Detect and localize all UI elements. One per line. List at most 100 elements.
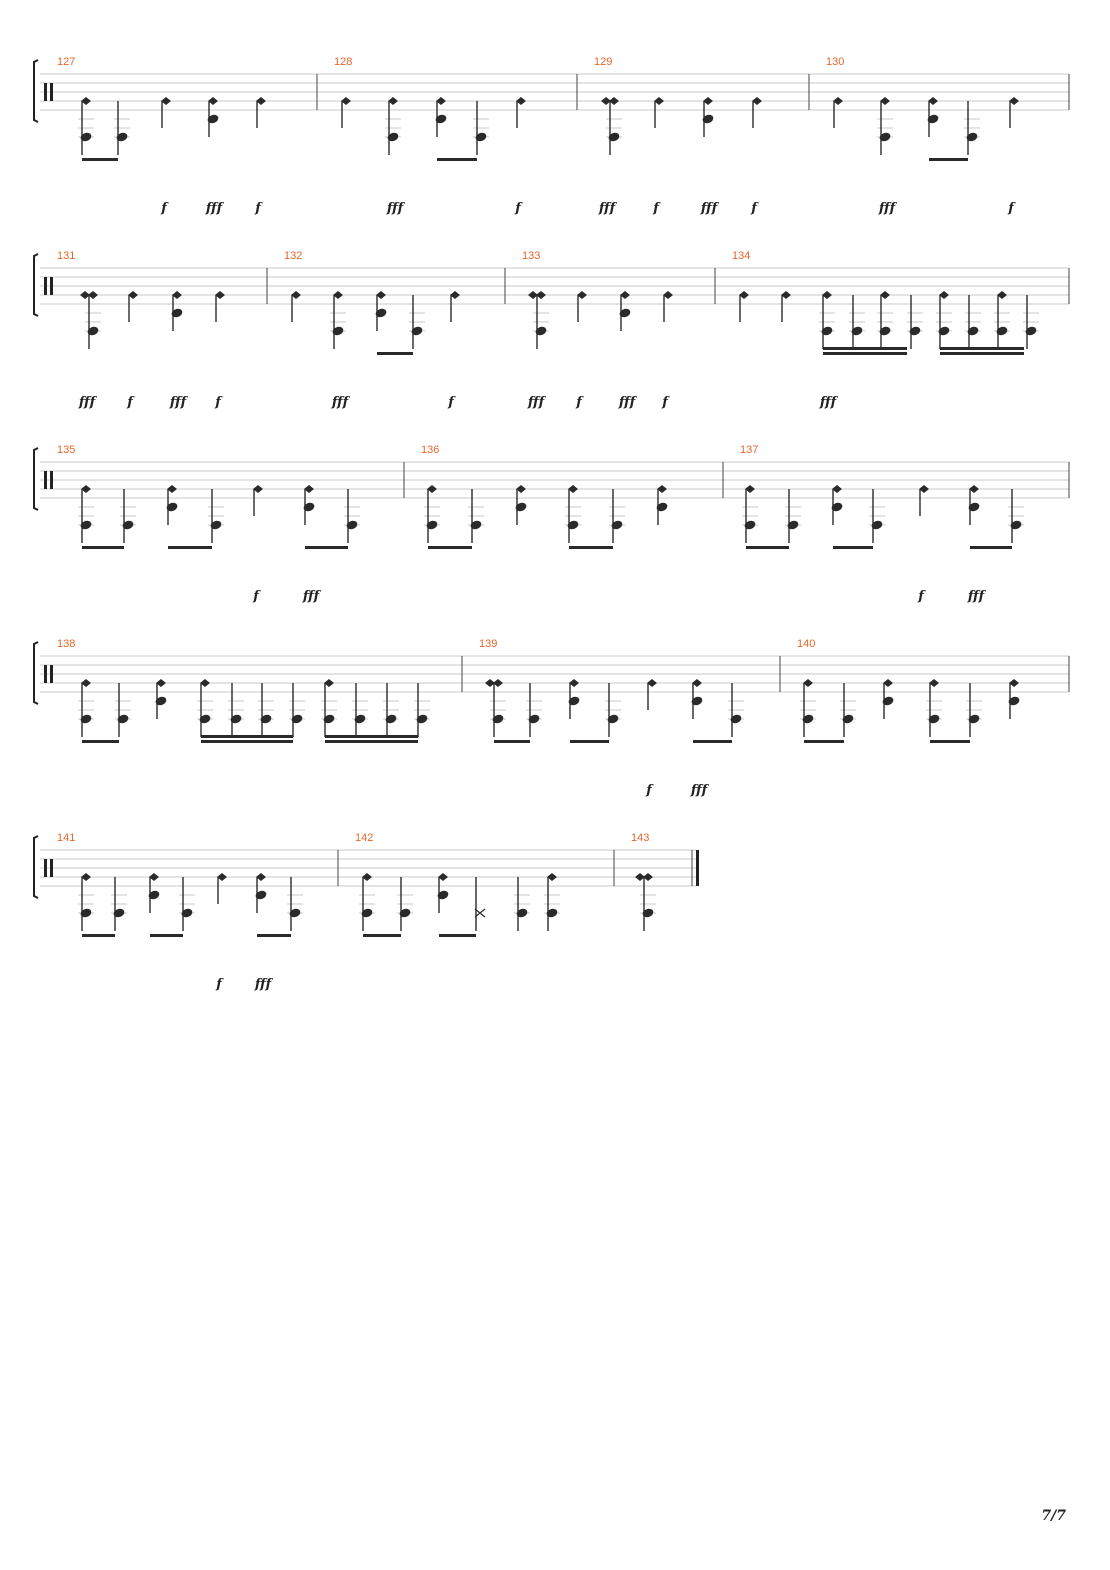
kick-note <box>346 520 358 530</box>
system-bracket <box>33 641 39 705</box>
snare-note <box>927 114 939 124</box>
cymbal-note <box>601 97 611 105</box>
cymbal-note <box>485 679 495 687</box>
snare-note <box>702 114 714 124</box>
note-beam <box>82 546 124 549</box>
percussion-clef-icon <box>44 83 47 101</box>
cymbal-note <box>803 679 813 687</box>
percussion-clef-icon <box>50 277 53 295</box>
cymbal-note <box>81 679 91 687</box>
snare-note <box>435 114 447 124</box>
kick-note <box>80 714 92 724</box>
cymbal-note <box>569 679 579 687</box>
kick-note <box>354 714 366 724</box>
kick-note <box>966 132 978 142</box>
kick-note <box>199 714 211 724</box>
kick-note <box>967 326 979 336</box>
kick-note <box>851 326 863 336</box>
cymbal-note <box>832 485 842 493</box>
cymbal-note <box>362 873 372 881</box>
kick-note <box>642 908 654 918</box>
note-beam <box>428 546 472 549</box>
kick-note <box>122 520 134 530</box>
kick-note <box>546 908 558 918</box>
dynamic-marking: f <box>514 201 523 216</box>
snare-note <box>207 114 219 124</box>
kick-note <box>332 326 344 336</box>
note-beam <box>82 934 115 937</box>
system-bracket <box>33 59 39 123</box>
dynamic-marking: fff <box>386 201 406 216</box>
percussion-clef-icon <box>44 859 47 877</box>
kick-note <box>821 326 833 336</box>
note-beam <box>929 158 968 161</box>
cymbal-note <box>333 291 343 299</box>
cymbal-note <box>81 485 91 493</box>
note-beam <box>823 352 907 355</box>
kick-note <box>879 326 891 336</box>
kick-note <box>492 714 504 724</box>
kick-note <box>608 132 620 142</box>
cymbal-note <box>883 679 893 687</box>
cymbal-note <box>620 291 630 299</box>
cymbal-note <box>208 97 218 105</box>
note-beam <box>201 740 293 743</box>
note-beam <box>150 934 183 937</box>
final-barline <box>696 850 699 886</box>
cymbal-note <box>256 97 266 105</box>
dynamic-marking: fff <box>690 783 710 798</box>
percussion-clef-icon <box>50 859 53 877</box>
note-beam <box>970 546 1012 549</box>
cymbal-note <box>291 291 301 299</box>
kick-note <box>928 714 940 724</box>
cymbal-note <box>928 97 938 105</box>
kick-note <box>607 714 619 724</box>
cymbal-note <box>969 485 979 493</box>
cymbal-note <box>256 873 266 881</box>
note-beam <box>201 735 293 738</box>
system-bracket <box>33 447 39 511</box>
dynamic-marking: f <box>214 395 223 410</box>
dynamic-marking: f <box>575 395 584 410</box>
cymbal-note <box>939 291 949 299</box>
kick-note <box>181 908 193 918</box>
bar-number: 139 <box>479 638 497 650</box>
cymbal-note <box>516 485 526 493</box>
bar-number: 142 <box>355 832 373 844</box>
note-beam <box>569 546 613 549</box>
note-beam <box>823 347 907 350</box>
kick-note <box>80 132 92 142</box>
bar-number: 130 <box>826 56 844 68</box>
bar-number: 141 <box>57 832 75 844</box>
bar-number: 136 <box>421 444 439 456</box>
snare-note <box>437 890 449 900</box>
bar-number: 131 <box>57 250 75 262</box>
snare-note <box>968 502 980 512</box>
cymbal-note <box>167 485 177 493</box>
cymbal-note <box>643 873 653 881</box>
note-beam <box>746 546 789 549</box>
kick-note <box>260 714 272 724</box>
cymbal-note <box>536 291 546 299</box>
kick-note <box>426 520 438 530</box>
percussion-clef-icon <box>44 277 47 295</box>
bar-number: 129 <box>594 56 612 68</box>
cymbal-note <box>663 291 673 299</box>
snare-note <box>375 308 387 318</box>
kick-note <box>744 520 756 530</box>
dynamic-marking: fff <box>331 395 351 410</box>
cymbal-note <box>822 291 832 299</box>
cymbal-note <box>997 291 1007 299</box>
cymbal-note <box>880 97 890 105</box>
cymbal-note <box>200 679 210 687</box>
cymbal-note <box>635 873 645 881</box>
note-beam <box>168 546 212 549</box>
bar-number: 140 <box>797 638 815 650</box>
note-beam <box>693 740 732 743</box>
kick-note <box>879 132 891 142</box>
note-beam <box>439 934 476 937</box>
kick-note <box>802 714 814 724</box>
note-beam <box>305 546 348 549</box>
